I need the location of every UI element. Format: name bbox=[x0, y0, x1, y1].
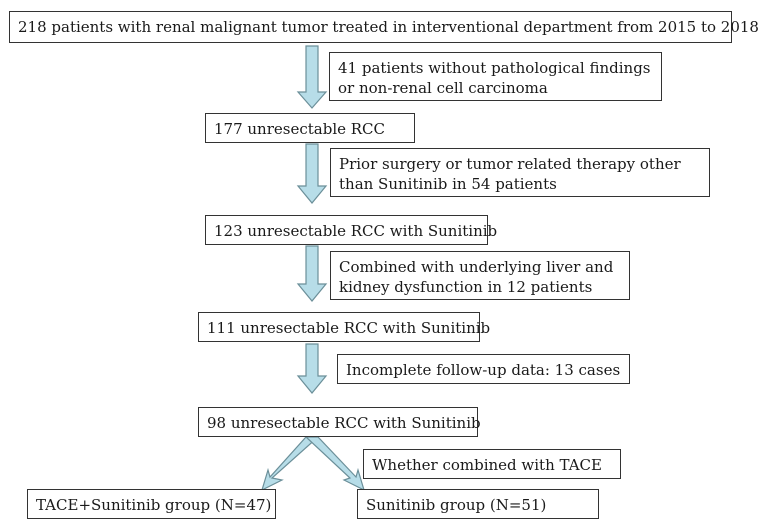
exclusion-box-4: Incomplete follow-up data: 13 cases bbox=[337, 354, 630, 384]
step-box-3: 111 unresectable RCC with Sunitinib bbox=[198, 312, 490, 342]
group-box-sunitinib: Sunitinib group (N=51) bbox=[357, 489, 599, 519]
down-arrow-2 bbox=[296, 143, 328, 204]
step-box-4: 98 unresectable RCC with Sunitinib bbox=[198, 407, 481, 437]
branch-arrow-left bbox=[261, 436, 320, 492]
down-arrow-3 bbox=[296, 245, 328, 302]
exclusion-box-2: Prior surgery or tumor related therapy o… bbox=[330, 148, 710, 197]
exclusion-box-3: Combined with underlying liver and kidne… bbox=[330, 251, 630, 300]
branch-arrow-right bbox=[304, 436, 365, 492]
down-arrow-4 bbox=[296, 343, 328, 394]
start-box: 218 patients with renal malignant tumor … bbox=[9, 11, 759, 43]
group-box-tace-sunitinib: TACE+Sunitinib group (N=47) bbox=[27, 489, 276, 519]
down-arrow-1 bbox=[296, 45, 328, 109]
branch-criterion-box: Whether combined with TACE bbox=[363, 449, 621, 479]
exclusion-box-1: 41 patients without pathological finding… bbox=[329, 52, 662, 101]
step-box-2: 123 unresectable RCC with Sunitinib bbox=[205, 215, 497, 245]
step-box-1: 177 unresectable RCC bbox=[205, 113, 415, 143]
